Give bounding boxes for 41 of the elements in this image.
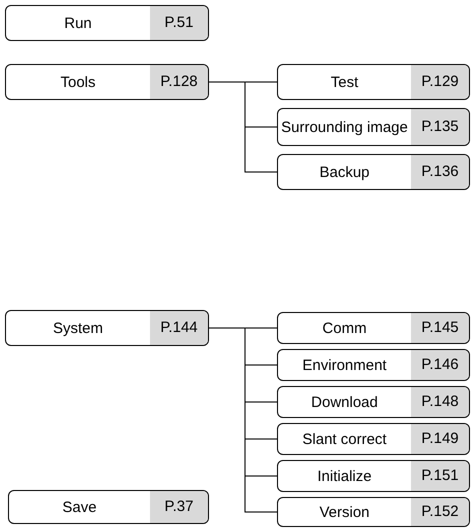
menu-box [277,64,470,100]
menu-box [277,312,470,344]
menu-label: System [52,320,103,336]
page-number-tab: P.146 [411,350,469,380]
menu-label: Version [319,504,370,520]
menu-label: Test [330,74,358,90]
page-number-tab: P.144 [150,311,208,345]
menu-box [277,154,470,190]
page-number-tab: P.152 [411,498,469,526]
menu-label: Save [62,500,97,514]
menu-box [277,108,470,146]
menu-box [277,349,470,381]
menu-box [277,460,470,492]
connector-line [208,82,278,172]
page-number-tab: P.135 [411,109,469,145]
page-number-tab: P.128 [150,65,208,99]
page-number-tab: P.51 [150,6,208,40]
connector-line [208,328,278,512]
page-number-tab: P.37 [150,491,208,523]
menu-label: Comm [322,320,367,336]
menu-label: Tools [60,74,96,90]
menu-label: Slant correct [302,432,387,446]
menu-label: Download [311,394,378,410]
menu-box [8,490,209,524]
menu-box [5,310,209,346]
menu-box [277,386,470,418]
menu-box [5,5,209,41]
menu-label: Run [64,16,92,30]
page-number-tab: P.129 [411,65,469,99]
menu-label: Initialize [317,468,372,484]
menu-box [277,423,470,455]
menu-label: Environment [302,358,387,372]
page-number-tab: P.149 [411,424,469,454]
page-number-tab: P.136 [411,155,469,189]
menu-box [5,64,209,100]
menu-box [277,497,470,527]
page-number-tab: P.145 [411,313,469,343]
menu-label: Backup [319,164,370,180]
page-number-tab: P.148 [411,387,469,417]
page-number-tab: P.151 [411,461,469,491]
menu-label: Surrounding image [281,120,408,134]
